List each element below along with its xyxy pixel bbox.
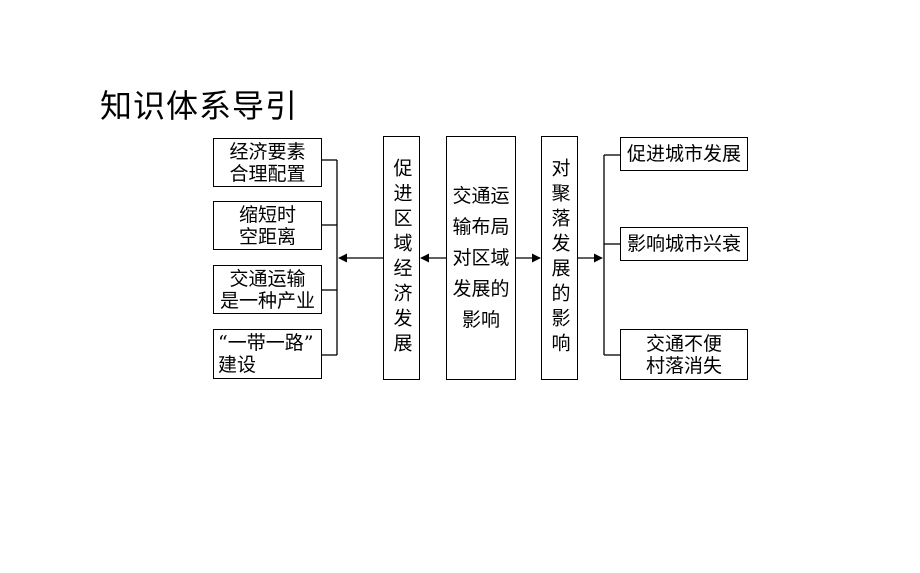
left-item-3: 交通运输 是一种产业	[213, 265, 322, 314]
left-column-box: 促进区域经济发展	[383, 136, 420, 380]
page-title: 知识体系导引	[100, 87, 299, 125]
left-item-4: “一带一路” 建设	[213, 329, 322, 379]
center-box: 交通运 输布局 对区域 发展的 影响	[446, 136, 516, 380]
left-column-text: 促进区域经济发展	[390, 158, 413, 358]
right-column-box: 对聚落发展的影响	[541, 136, 578, 380]
left-item-1: 经济要素 合理配置	[213, 138, 322, 187]
right-item-2: 影响城市兴衰	[620, 227, 748, 261]
right-item-3: 交通不便 村落消失	[620, 329, 748, 380]
left-item-2: 缩短时 空距离	[213, 201, 322, 250]
right-item-1: 促进城市发展	[620, 137, 748, 171]
right-column-text: 对聚落发展的影响	[548, 158, 571, 358]
